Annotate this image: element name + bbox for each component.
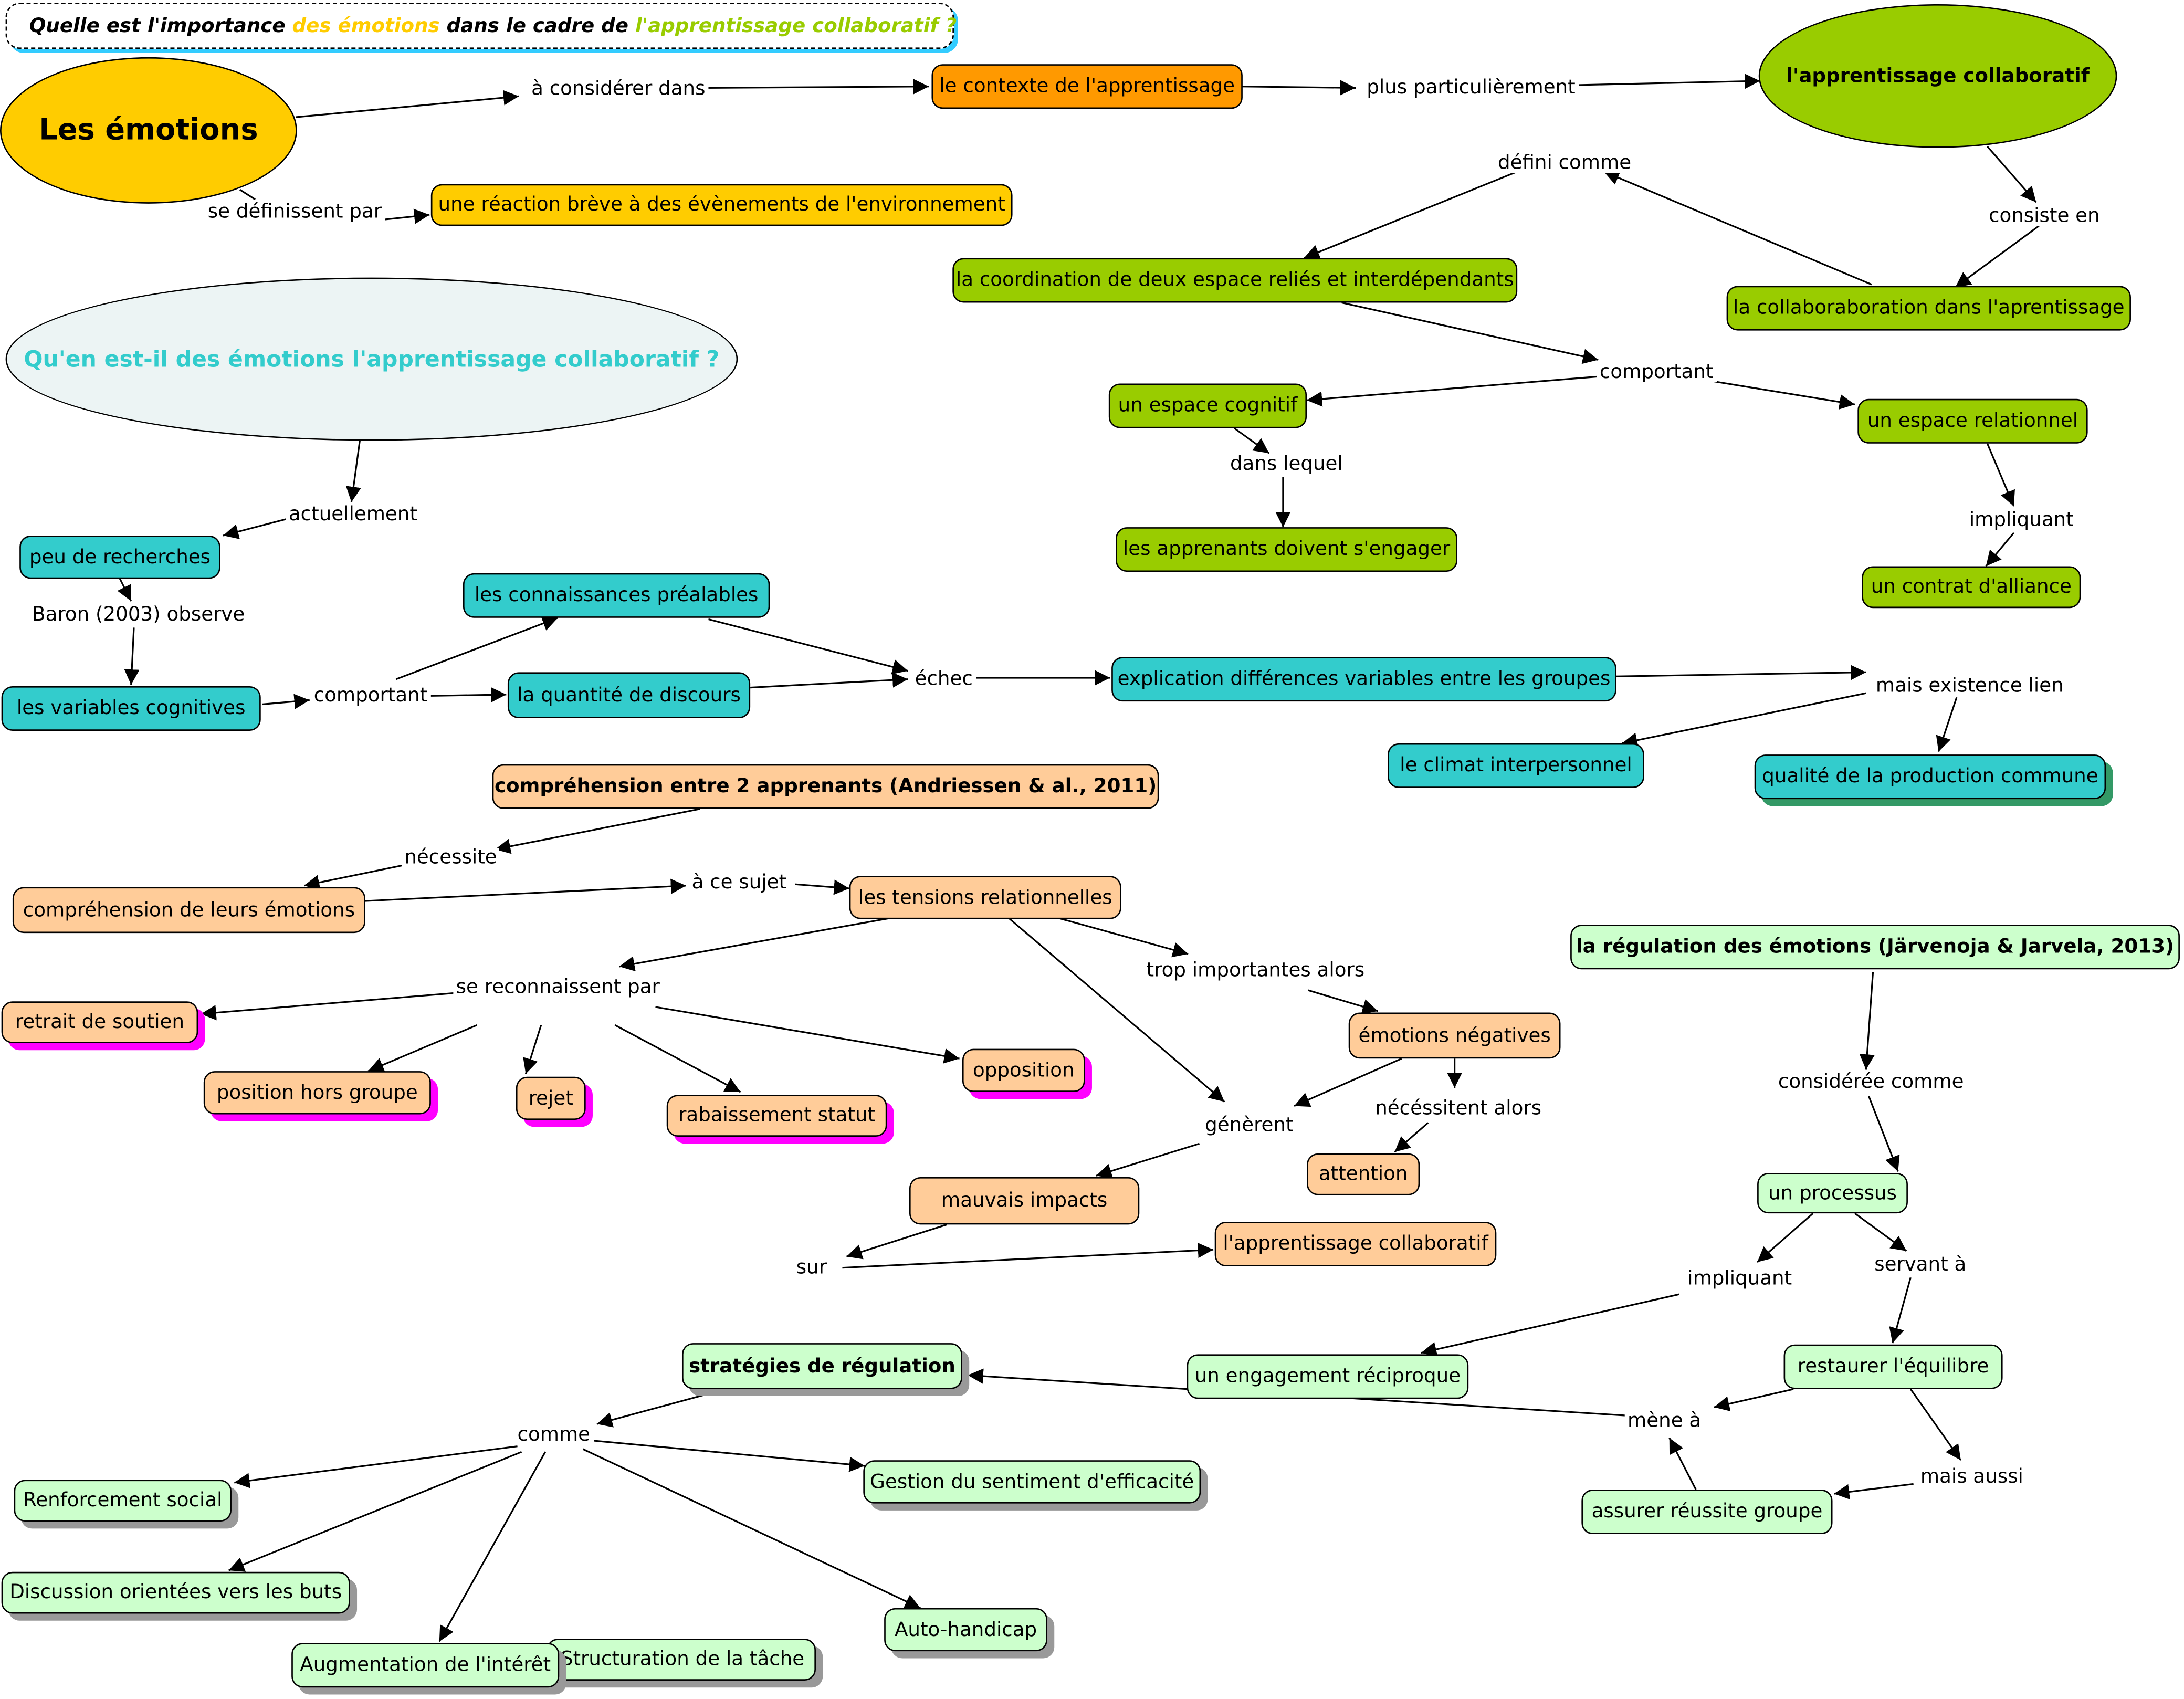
label-impliquant-green: impliquant <box>1966 510 2077 530</box>
label-sur: sur <box>793 1258 830 1278</box>
label-consiste-en: consiste en <box>1986 206 2103 226</box>
label-consideree-comme: considérée comme <box>1775 1072 1967 1092</box>
label-necessitent-alors: nécéssitent alors <box>1372 1099 1545 1119</box>
label-servant-a: servant à <box>1871 1255 1969 1275</box>
node-espace-cognitif: un espace cognitif <box>1108 383 1307 428</box>
node-engagement-reciproque: un engagement réciproque <box>1186 1354 1469 1399</box>
node-comprehension-apprenants: compréhension entre 2 apprenants (Andrie… <box>492 764 1159 809</box>
node-reaction: une réaction brève à des évènements de l… <box>430 184 1013 226</box>
node-discussion-buts: Discussion orientées vers les buts <box>1 1571 350 1614</box>
title-part-1: Quelle est l'importance <box>29 14 292 37</box>
node-les-emotions: Les émotions <box>0 57 297 204</box>
node-connaissances-prealables: les connaissances préalables <box>463 573 770 618</box>
node-rejet: rejet <box>516 1076 586 1120</box>
node-coordination: la coordination de deux espace reliés et… <box>952 258 1518 303</box>
title-part-2: des émotions <box>292 14 440 37</box>
node-mauvais-impacts: mauvais impacts <box>909 1177 1140 1225</box>
node-variables-cognitives: les variables cognitives <box>1 686 261 731</box>
node-collaboration: la collaboraboration dans l'aprentissage <box>1726 286 2131 331</box>
node-peu-de-recherches: peu de recherches <box>19 536 220 579</box>
label-plus-particulierement: plus particulièrement <box>1363 78 1579 98</box>
node-assurer-reussite: assurer réussite groupe <box>1581 1490 1833 1535</box>
node-emotions-negatives: émotions négatives <box>1348 1012 1561 1059</box>
label-actuellement: actuellement <box>286 505 421 525</box>
label-se-definissent-par: se définissent par <box>205 202 385 222</box>
label-a-considerer-dans: à considérer dans <box>528 79 708 99</box>
node-climat-interpersonnel: le climat interpersonnel <box>1388 743 1644 788</box>
label-generent: génèrent <box>1202 1116 1296 1135</box>
label-defini-comme: défini comme <box>1495 153 1634 173</box>
node-position-hors-groupe: position hors groupe <box>203 1071 431 1115</box>
label-dans-lequel: dans lequel <box>1227 454 1346 474</box>
label-trop-importantes: trop importantes alors <box>1143 961 1368 981</box>
node-apprentissage-collaboratif-main: l'apprentissage collaboratif <box>1758 4 2117 148</box>
node-quantite-discours: la quantité de discours <box>507 672 751 719</box>
node-contrat-alliance: un contrat d'alliance <box>1862 566 2081 609</box>
title-part-3: dans le cadre de <box>439 14 635 37</box>
node-apprentissage-collaboratif-2: l'apprentissage collaboratif <box>1214 1222 1497 1267</box>
node-question: Qu'en est-il des émotions l'apprentissag… <box>5 277 738 441</box>
node-renforcement-social: Renforcement social <box>14 1480 232 1522</box>
node-attention: attention <box>1307 1153 1420 1195</box>
label-echec: échec <box>912 669 976 689</box>
node-explication: explication différences variables entre … <box>1111 657 1616 702</box>
node-un-processus: un processus <box>1757 1173 1908 1214</box>
node-rabaissement-statut: rabaissement statut <box>666 1095 887 1137</box>
node-contexte: le contexte de l'apprentissage <box>931 64 1243 109</box>
label-comme: comme <box>514 1425 593 1445</box>
node-retrait-soutien: retrait de soutien <box>1 1001 198 1043</box>
label-se-reconnaissent-par: se reconnaissent par <box>453 978 663 997</box>
node-espace-relationnel: un espace relationnel <box>1857 398 2088 444</box>
label-comportant-teal: comportant <box>311 686 430 706</box>
map-title: Quelle est l'importance des émotions dan… <box>5 3 957 49</box>
label-necessite: nécessite <box>402 848 500 868</box>
label-mais-existence-lien: mais existence lien <box>1873 676 2066 696</box>
title-part-4: l'apprentissage collaboratif ? <box>635 14 957 37</box>
node-regulation-emotions: la régulation des émotions (Järvenoja & … <box>1570 925 2180 970</box>
label-a-ce-sujet: à ce sujet <box>689 873 790 893</box>
node-auto-handicap: Auto-handicap <box>884 1608 1047 1652</box>
node-restaurer-equilibre: restaurer l'équilibre <box>1783 1344 2003 1389</box>
node-tensions-relationnelles: les tensions relationnelles <box>849 876 1121 919</box>
label-comportant-green: comportant <box>1597 362 1716 382</box>
node-strategies-regulation: stratégies de régulation <box>681 1343 962 1389</box>
node-augmentation-interet: Augmentation de l'intérêt <box>291 1643 560 1688</box>
node-opposition: opposition <box>962 1048 1085 1092</box>
label-impliquant-mint: impliquant <box>1684 1269 1795 1289</box>
node-structuration-tache: Structuration de la tâche <box>547 1639 816 1681</box>
node-apprenants-engager: les apprenants doivent s'engager <box>1116 527 1457 572</box>
node-qualite-production: qualité de la production commune <box>1754 754 2106 800</box>
label-baron-observe: Baron (2003) observe <box>29 605 248 625</box>
node-comprehension-emotions: compréhension de leurs émotions <box>12 887 365 934</box>
node-gestion-efficacite: Gestion du sentiment d'efficacité <box>863 1460 1201 1504</box>
label-mais-aussi: mais aussi <box>1917 1467 2026 1487</box>
label-mene-a: mène à <box>1624 1411 1704 1431</box>
